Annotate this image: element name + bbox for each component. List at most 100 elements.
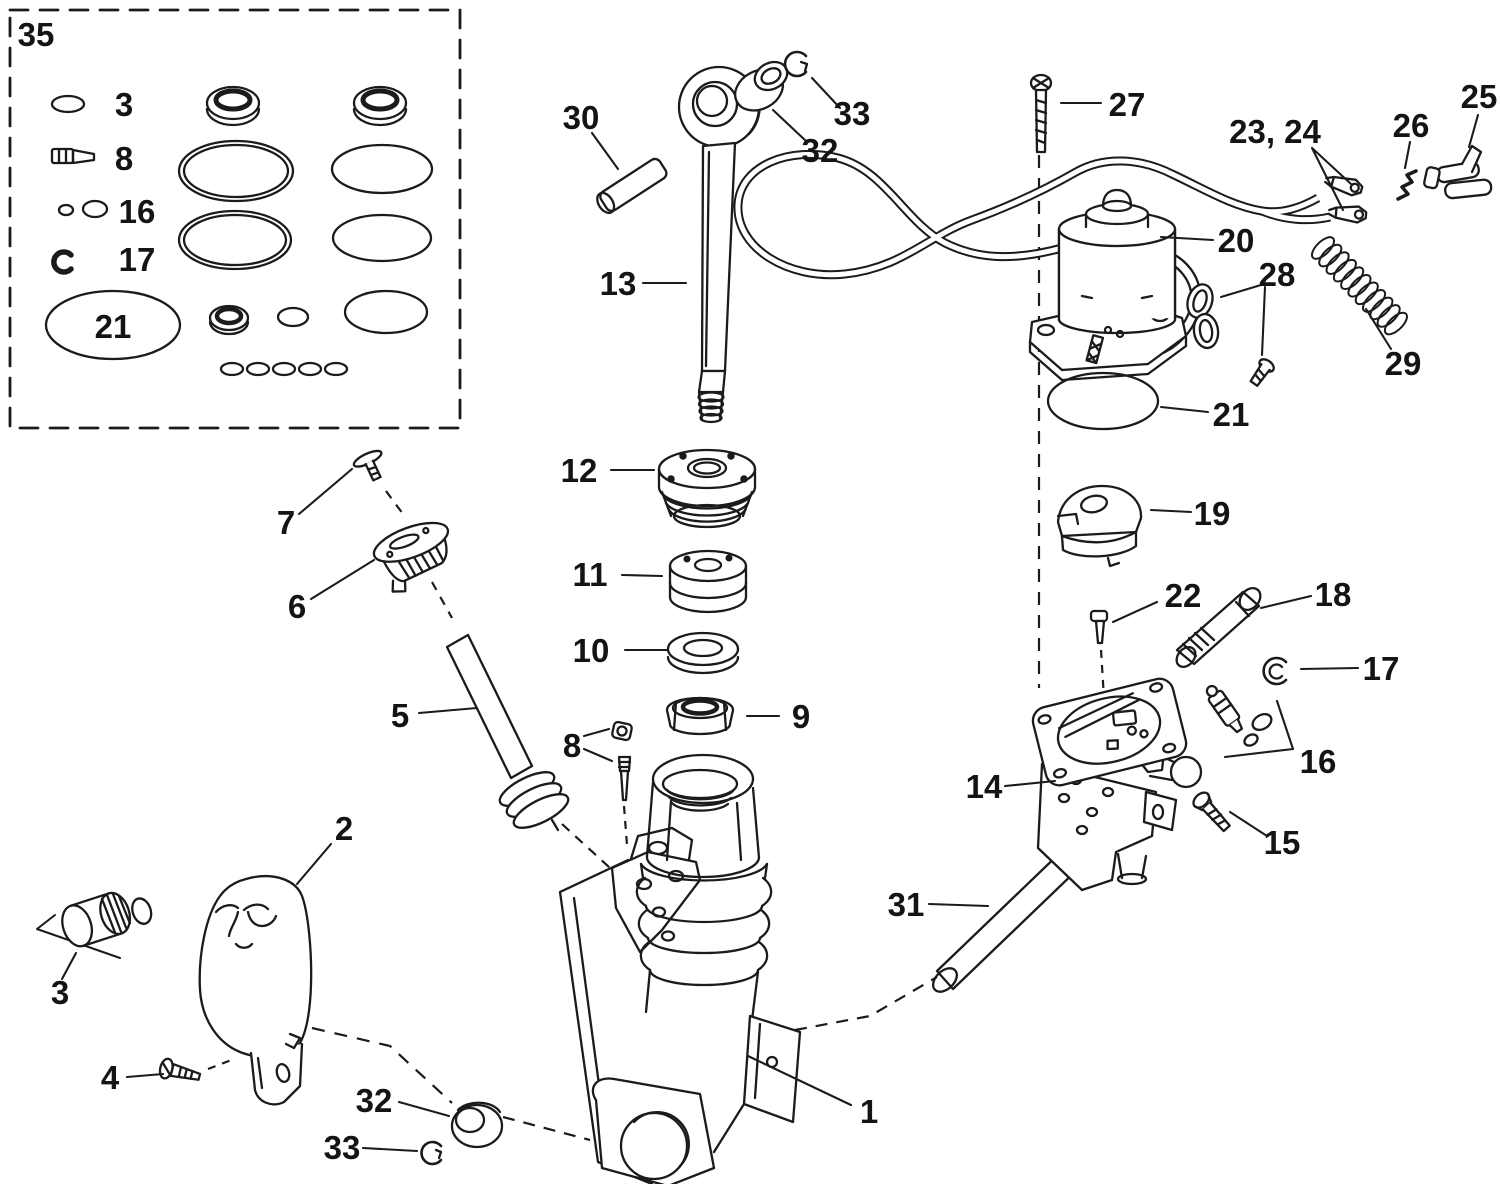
callout-15: 15: [1264, 824, 1301, 861]
part-13-tilt-rod: [677, 65, 761, 424]
callout-5: 5: [391, 697, 409, 734]
callout-31: 31: [888, 886, 925, 923]
callout-26: 26: [1393, 107, 1430, 144]
part-7-screw: [352, 449, 383, 482]
part-11-spacer: [668, 549, 748, 614]
callout-kit-8: 8: [115, 140, 133, 177]
callout-21-right: 21: [1213, 396, 1250, 433]
callout-25: 25: [1461, 78, 1498, 115]
part-2-reservoir: [198, 875, 313, 1106]
callout-20: 20: [1218, 222, 1255, 259]
callout-30: 30: [563, 99, 600, 136]
callout-13: 13: [600, 265, 637, 302]
part-15-screw: [1192, 791, 1231, 833]
part-32-bushing-top: [734, 60, 789, 112]
callout-kit-21: 21: [95, 308, 132, 345]
body-right-strut: [712, 1014, 802, 1154]
callout-kit-16: 16: [119, 193, 156, 230]
body-top-nut: [639, 753, 769, 882]
callout-1: 1: [860, 1093, 878, 1130]
body-lower-bore: [591, 1077, 716, 1184]
part-29-spring: [1310, 236, 1408, 336]
motor-bolt: [1085, 334, 1105, 365]
part-27-bolt: [1029, 73, 1053, 154]
kit-large-oring-3: [177, 209, 293, 271]
callout-33-top: 33: [834, 95, 871, 132]
callout-kit-box: 35: [18, 16, 55, 53]
part-19-cap: [1056, 484, 1143, 568]
kit-snapring-17: [51, 249, 74, 275]
body-bracket-plate: [610, 826, 702, 954]
callout-8: 8: [563, 727, 581, 764]
part-18-valve-tube: [1175, 586, 1262, 669]
part-6-pump-head: [372, 521, 450, 593]
callout-22: 22: [1165, 577, 1202, 614]
callout-4: 4: [101, 1059, 120, 1096]
kit-large-oring-4: [331, 213, 433, 263]
kit-oring-16a: [57, 203, 75, 217]
part-20-motor: [1028, 188, 1202, 382]
callout-12: 12: [561, 452, 598, 489]
part-8-valve-set: [611, 720, 633, 802]
callout-9: 9: [792, 698, 810, 735]
body-ribs: [635, 876, 773, 987]
callout-17-right: 17: [1363, 650, 1400, 687]
callout-33-bottom: 33: [324, 1129, 361, 1166]
part-31-pin: [931, 847, 1082, 993]
kit-small-seal: [208, 304, 250, 336]
part-10-washer: [666, 631, 740, 675]
reservoir-bracket: [249, 1032, 304, 1106]
callout-7: 7: [277, 504, 295, 541]
part-33-snapring-top: [783, 50, 809, 78]
kit-large-oring-2: [330, 143, 434, 195]
part-28-link: [1186, 283, 1275, 387]
part-17-snapring: [1262, 656, 1288, 686]
part-4-screw: [158, 1057, 202, 1081]
seal-kit-box: [8, 8, 462, 430]
part-23-24-terminals: [1324, 175, 1368, 224]
callout-29: 29: [1385, 345, 1422, 382]
callout-11: 11: [573, 556, 608, 593]
kit-valve-8: [50, 147, 96, 165]
part-1-cylinder-body: [558, 753, 802, 1184]
callout-3: 3: [51, 974, 69, 1011]
kit-seal-b: [352, 85, 408, 127]
callout-2: 2: [335, 810, 353, 847]
part-16-valve-set: [1205, 684, 1273, 747]
rod-threads: [697, 390, 725, 424]
part-22-screw: [1089, 609, 1109, 645]
kit-large-oring-1: [177, 139, 295, 203]
callout-19: 19: [1194, 495, 1231, 532]
part-26-clip: [1396, 169, 1418, 201]
kit-tiny-orings: [219, 361, 349, 377]
callout-kit-17: 17: [119, 241, 156, 278]
callout-6: 6: [288, 588, 306, 625]
callout-kit-3: 3: [115, 86, 133, 123]
part-30-pin: [596, 157, 668, 215]
callout-27: 27: [1109, 86, 1146, 123]
kit-oring-16b: [81, 199, 109, 219]
part-25-connector: [1423, 144, 1493, 200]
part-5-shaft: [445, 633, 570, 832]
callout-32-bottom: 32: [356, 1082, 393, 1119]
part-32-bushing-bottom: [450, 1101, 504, 1149]
callout-10: 10: [573, 632, 610, 669]
callout-28: 28: [1259, 256, 1296, 293]
assembly-dashed-lines: [207, 132, 1106, 1142]
leader-lines: [60, 76, 1480, 1153]
part-14-pump-body: [1031, 677, 1203, 892]
kit-seal-a: [205, 85, 261, 127]
part-21-oring: [1046, 371, 1160, 431]
callout-23-24: 23, 24: [1229, 113, 1321, 150]
kit-oring-21: [44, 289, 182, 361]
part-9-locknut: [665, 696, 735, 736]
part-23-24-wire-harness: [733, 150, 1331, 280]
callout-32-top: 32: [802, 132, 839, 169]
callout-18: 18: [1315, 576, 1352, 613]
callout-16-right: 16: [1300, 743, 1337, 780]
kit-oring-3: [50, 94, 86, 114]
part-33-snapring-bottom: [420, 1140, 443, 1166]
